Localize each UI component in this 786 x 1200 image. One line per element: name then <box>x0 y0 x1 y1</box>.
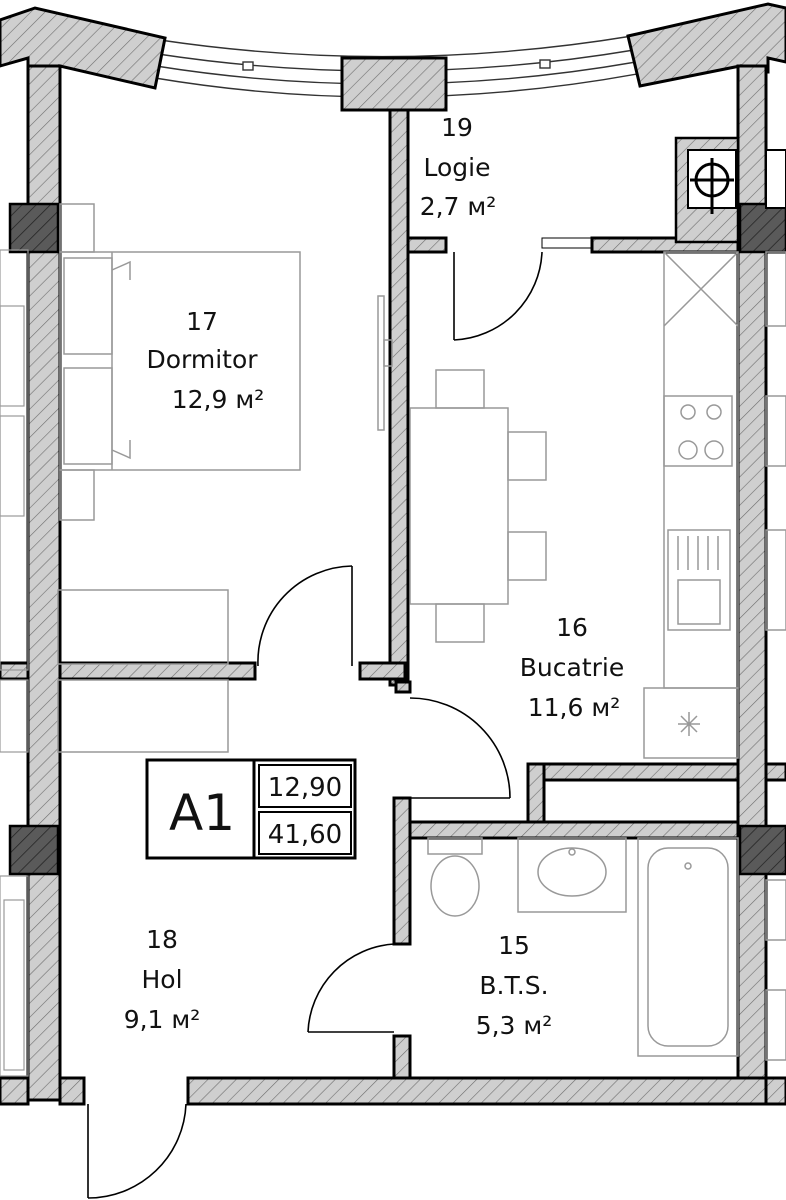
bathroom-fixtures <box>427 837 786 1061</box>
room-area: 2,7 м² <box>420 192 497 221</box>
room-name: Logie <box>424 153 491 182</box>
side-windows <box>0 249 29 1077</box>
unit-label: A1 <box>169 784 235 842</box>
room-name: Hol <box>141 965 182 994</box>
room-area: 5,3 м² <box>476 1011 553 1040</box>
bedroom-furniture <box>57 203 393 753</box>
room-number: 17 <box>186 307 218 336</box>
structural-piers <box>8 202 786 876</box>
room-name: B.T.S. <box>479 971 548 1000</box>
room-area: 9,1 м² <box>124 1005 201 1034</box>
unit-living-area: 12,90 <box>268 773 342 803</box>
room-hol: 18 Hol 9,1 м² <box>124 925 201 1034</box>
room-bucatrie: 16 Bucatrie 11,6 м² <box>520 613 624 722</box>
unit-total-area: 41,60 <box>268 820 342 850</box>
room-logie: 19 Logie 2,7 м² <box>420 113 497 221</box>
room-number: 18 <box>146 925 178 954</box>
room-number: 15 <box>498 931 530 960</box>
kitchen-furniture <box>409 251 786 759</box>
room-name: Dormitor <box>146 345 258 374</box>
room-dormitor: 17 Dormitor 12,9 м² <box>146 307 264 414</box>
gas-riser <box>674 136 786 244</box>
room-bts: 15 B.T.S. 5,3 м² <box>476 931 553 1040</box>
room-area: 12,9 м² <box>172 385 265 414</box>
room-number: 19 <box>441 113 473 142</box>
room-number: 16 <box>556 613 588 642</box>
unit-badge: A1 12,90 41,60 <box>145 758 357 860</box>
room-area: 11,6 м² <box>528 693 621 722</box>
doors <box>87 237 593 1199</box>
room-name: Bucatrie <box>520 653 624 682</box>
